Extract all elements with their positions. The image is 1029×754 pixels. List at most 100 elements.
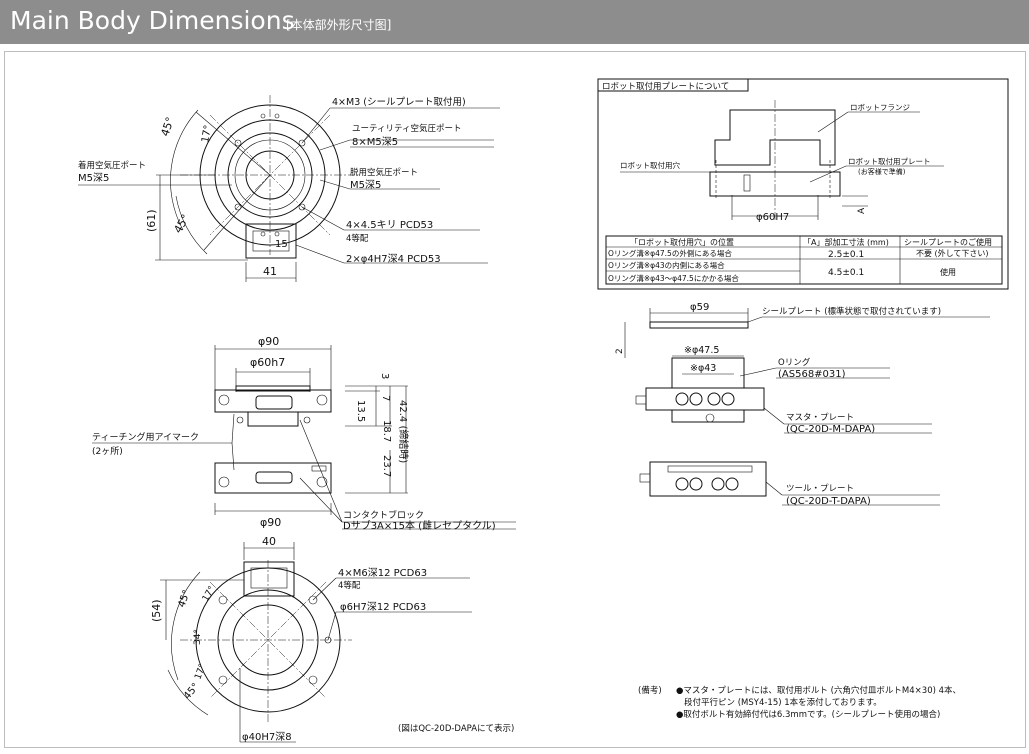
bottom-leader	[312, 577, 337, 601]
side-fitting	[218, 476, 230, 488]
side-fitting	[303, 416, 311, 424]
robot-dim-d60: φ60H7	[756, 212, 789, 223]
top-leader	[301, 107, 331, 144]
notes-line-3: ●取付ボルト有効締付代は6.3mmです。(シールプレート使用の場合)	[676, 709, 940, 720]
side-dim-18-7: 18.7	[381, 420, 392, 442]
side-leader	[231, 442, 235, 471]
robot-table-cell: 2.5±0.1	[828, 250, 864, 260]
side-dim-d60h7: φ60h7	[250, 356, 285, 369]
side-block-spec: Dサブ3A×15本 (雌レセプタクル)	[343, 519, 496, 532]
master-side-port	[635, 395, 647, 405]
top-hole	[298, 203, 306, 211]
drawing-frame	[4, 51, 1026, 748]
side-fitting	[218, 394, 230, 406]
master-fitting	[721, 392, 735, 406]
top-note-b2: 8×M5深5	[352, 136, 398, 148]
top-dim-15: 15	[275, 239, 288, 250]
master-dim-43: ※φ43	[690, 363, 716, 374]
robot-table-cell: 4.5±0.1	[828, 268, 864, 278]
plates-section: φ59 シールプレート (標準状態で取付されています) 2 ※φ47.5 ※φ4…	[615, 302, 990, 507]
master-leader	[763, 407, 785, 425]
robot-pin	[743, 174, 751, 192]
master-base	[671, 409, 745, 423]
top-port	[274, 113, 280, 119]
robot-table-cell: 使用	[940, 267, 956, 277]
side-master-ring	[235, 385, 311, 392]
master-fitting	[707, 392, 721, 406]
robot-plate-title: ロボット取付用プレートについて	[602, 81, 729, 92]
notes-line-1: ●マスタ・プレートには、取付用ボルト (六角穴付皿ボルトM4×30) 4本、	[676, 685, 961, 696]
top-angle-ray	[195, 111, 271, 176]
side-dim-7: 7	[380, 395, 391, 401]
robot-table-header: 「ロボット取付用穴」の位置	[630, 237, 734, 247]
robot-table-header: 「A」部加工寸法 (mm)	[803, 237, 889, 247]
master-fitting	[689, 392, 703, 406]
side-leader	[299, 477, 343, 523]
robot-table-cell: Oリング溝※φ47.5の外側にある場合	[608, 248, 732, 258]
bottom-dim-40: 40	[262, 535, 276, 548]
master-lower-body	[645, 387, 765, 411]
seal-label: シールプレート (標準状態で取付されています)	[762, 306, 941, 317]
bottom-view: 40 (54) 45° 17° 34° 17° 45° 4×M6深12 PCD6…	[150, 535, 472, 743]
top-port	[274, 231, 280, 237]
top-port	[260, 231, 266, 237]
top-port	[260, 113, 266, 119]
top-dim-45a: 45°	[158, 115, 176, 138]
top-note-c2: M5深5	[78, 172, 109, 184]
robot-table-header: シールプレートのご使用	[904, 237, 992, 247]
top-view: 45° 17° 45° (61) 41 15 4×M3 (シールプレート取付用)…	[78, 95, 500, 282]
robot-table: 「ロボット取付用穴」の位置 「A」部加工寸法 (mm) シールプレートのご使用 …	[605, 235, 1003, 285]
robot-leader	[817, 111, 849, 133]
side-connector	[247, 411, 299, 427]
side-dim-42-4: 42.4 (締結時)	[397, 400, 410, 463]
header-bar: Main Body Dimensions [本体部外形尺寸图]	[0, 0, 1029, 44]
master-pin	[705, 413, 715, 423]
side-dim-d90-bot: φ90	[260, 516, 281, 529]
seal-plate	[649, 321, 749, 329]
side-leader	[299, 419, 343, 523]
page-title: Main Body Dimensions	[10, 6, 295, 35]
seal-leader	[747, 316, 763, 323]
oring-label: Oリング	[778, 357, 811, 368]
bottom-connector	[243, 561, 295, 597]
robot-plate-box	[597, 78, 1009, 290]
tool-spec: (QC-20D-T-DAPA)	[786, 496, 871, 507]
bottom-note-2: φ6H7深12 PCD63	[340, 601, 426, 613]
bottom-dim-45b: 45°	[182, 681, 202, 702]
tool-plate-slot	[667, 465, 753, 473]
top-connector-inner	[252, 230, 290, 252]
side-leader	[231, 413, 235, 444]
bottom-centerline-d1	[209, 581, 327, 699]
side-view: φ90 φ60h7 φ90 3 7 13.5 18.	[92, 335, 516, 532]
robot-table-cell: Oリング溝※φ43～φ47.5にかかる場合	[608, 273, 739, 283]
bottom-dim-17a: 17°	[201, 585, 218, 604]
master-spec: (QC-20D-M-DAPA)	[786, 424, 875, 435]
seal-dim-2: 2	[615, 348, 625, 354]
side-dim-3: 3	[379, 373, 390, 379]
master-leader	[739, 367, 777, 377]
side-dim-13-5: 13.5	[355, 400, 366, 422]
tool-fitting	[711, 477, 725, 491]
bottom-connector-inner	[250, 567, 288, 589]
top-leader	[301, 206, 345, 231]
side-tool-plate	[214, 462, 332, 494]
tool-leader	[765, 481, 783, 496]
top-hole	[234, 203, 242, 211]
bottom-hole	[308, 675, 318, 685]
robot-flange-label: ロボットフランジ	[850, 103, 910, 112]
bottom-dim-d40h7: φ40H7深8	[242, 731, 292, 743]
top-leader	[295, 244, 345, 264]
top-hole	[234, 139, 242, 147]
oring-spec: (AS568#031)	[778, 369, 846, 380]
top-leader	[319, 139, 351, 151]
master-dim-475: ※φ47.5	[684, 345, 719, 356]
side-dim-23-7: 23.7	[381, 455, 392, 477]
robot-plate-note: (お客様で準備)	[858, 167, 906, 176]
top-note-b1: ユーティリティ空気圧ポート	[352, 123, 461, 134]
tool-fitting	[689, 477, 703, 491]
top-connector	[245, 223, 297, 259]
side-block-label: コンタクトブロック	[343, 509, 424, 521]
master-fitting	[675, 392, 689, 406]
bottom-leader	[327, 611, 337, 641]
